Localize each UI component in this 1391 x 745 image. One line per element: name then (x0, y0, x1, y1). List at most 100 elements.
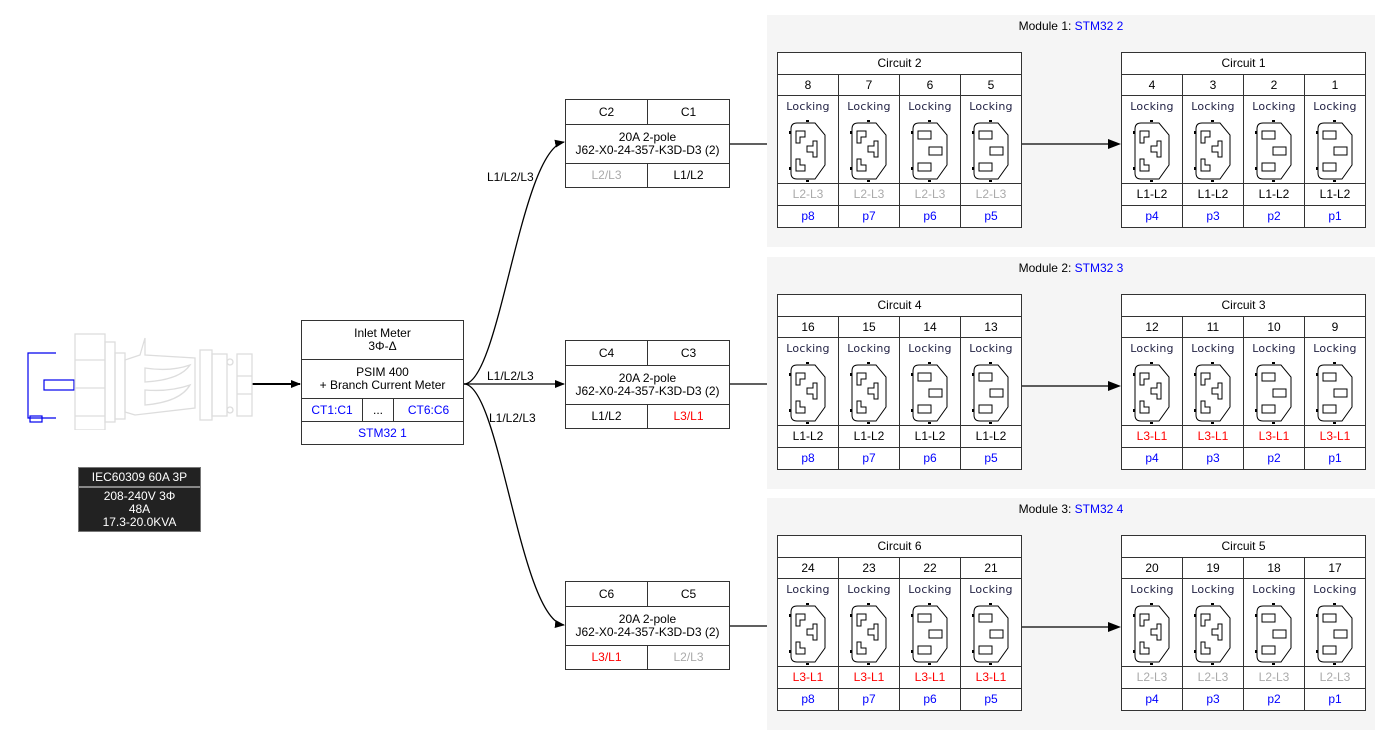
outlet-socket[interactable]: Locking (1243, 578, 1305, 667)
outlet-port[interactable]: p3 (1182, 688, 1244, 711)
outlet-number: 19 (1182, 557, 1244, 579)
breaker-node[interactable]: C4 C3 20A 2-pole J62-X0-24-357-K3D-D3 (2… (565, 340, 730, 429)
outlet-port[interactable]: p5 (960, 205, 1022, 228)
outlet-port[interactable]: p5 (960, 688, 1022, 711)
c19-outlet-icon (1194, 362, 1231, 424)
outlet-port[interactable]: p1 (1304, 205, 1366, 228)
outlet-number: 2 (1243, 74, 1305, 96)
module-title: Module 2: STM32 3 (767, 261, 1375, 275)
breaker-phase-right: L3/L1 (647, 404, 730, 429)
breaker-phase-left: L3/L1 (565, 645, 648, 670)
c13-outlet-icon (1316, 362, 1353, 424)
outlet-number: 9 (1304, 316, 1366, 338)
outlet-type: Locking (1313, 100, 1357, 113)
outlet-socket[interactable]: Locking (1121, 95, 1183, 184)
outlet-port[interactable]: p3 (1182, 205, 1244, 228)
meter-controller[interactable]: STM32 1 (301, 421, 464, 445)
ct-last[interactable]: CT6:C6 (393, 398, 464, 422)
outlet-port[interactable]: p6 (899, 447, 961, 470)
outlet-port[interactable]: p7 (838, 688, 900, 711)
iec60309-plug-icon (27, 333, 253, 430)
outlet-port[interactable]: p2 (1243, 205, 1305, 228)
outlet-socket[interactable]: Locking (1304, 337, 1366, 426)
module-label: Module 3: (1018, 502, 1075, 516)
outlet-socket[interactable]: Locking (960, 337, 1022, 426)
outlet-number: 10 (1243, 316, 1305, 338)
outlet-socket[interactable]: Locking (777, 337, 839, 426)
outlet-phase: L2-L3 (1182, 666, 1244, 689)
outlet-socket[interactable]: Locking (1243, 337, 1305, 426)
outlet-number: 1 (1304, 74, 1366, 96)
outlet-socket[interactable]: Locking (838, 578, 900, 667)
c19-outlet-icon (1133, 120, 1170, 182)
outlet-number: 12 (1121, 316, 1183, 338)
ct-first[interactable]: CT1:C1 (301, 398, 363, 422)
outlet-socket[interactable]: Locking (960, 95, 1022, 184)
outlet-number: 7 (838, 74, 900, 96)
meter-model: PSIM 400 (356, 365, 409, 379)
outlet-socket[interactable]: Locking (777, 95, 839, 184)
outlet-port[interactable]: p2 (1243, 447, 1305, 470)
outlet-number: 13 (960, 316, 1022, 338)
breaker-node[interactable]: C6 C5 20A 2-pole J62-X0-24-357-K3D-D3 (2… (565, 581, 730, 670)
outlet-socket[interactable]: Locking (1243, 95, 1305, 184)
outlet-socket[interactable]: Locking (1182, 95, 1244, 184)
outlet-port[interactable]: p7 (838, 447, 900, 470)
outlet-socket[interactable]: Locking (899, 95, 961, 184)
circuit-chain-arrow (1022, 139, 1121, 149)
outlet-port[interactable]: p2 (1243, 688, 1305, 711)
outlet-socket[interactable]: Locking (838, 95, 900, 184)
breaker-node[interactable]: C2 C1 20A 2-pole J62-X0-24-357-K3D-D3 (2… (565, 99, 730, 188)
outlet-port[interactable]: p8 (777, 688, 839, 711)
outlet-phase: L2-L3 (1304, 666, 1366, 689)
outlet-port[interactable]: p3 (1182, 447, 1244, 470)
outlet-port[interactable]: p5 (960, 447, 1022, 470)
outlet-phase: L1-L2 (1182, 183, 1244, 206)
outlet-port[interactable]: p8 (777, 447, 839, 470)
module-controller-link[interactable]: STM32 4 (1074, 502, 1124, 516)
outlet-socket[interactable]: Locking (899, 337, 961, 426)
outlet-port[interactable]: p4 (1121, 205, 1183, 228)
outlet-socket[interactable]: Locking (1304, 578, 1366, 667)
outlet-socket[interactable]: Locking (777, 578, 839, 667)
outlet-port[interactable]: p4 (1121, 447, 1183, 470)
outlet-type: Locking (1252, 583, 1296, 596)
outlet-socket[interactable]: Locking (1182, 337, 1244, 426)
outlet-port[interactable]: p8 (777, 205, 839, 228)
outlet-socket[interactable]: Locking (1182, 578, 1244, 667)
module-controller-link[interactable]: STM32 3 (1074, 261, 1124, 275)
outlet-socket[interactable]: Locking (1121, 578, 1183, 667)
inlet-voltage: 208-240V 3Φ (103, 489, 176, 503)
ct-ellipsis: ... (362, 398, 394, 422)
outlet-type: Locking (847, 583, 891, 596)
inlet-meter-node[interactable]: Inlet Meter 3Φ-Δ PSIM 400 + Branch Curre… (301, 320, 464, 445)
outlet-socket[interactable]: Locking (838, 337, 900, 426)
outlet-type: Locking (1252, 342, 1296, 355)
breaker-right-circuit: C1 (647, 99, 730, 125)
outlet-port[interactable]: p1 (1304, 447, 1366, 470)
outlet-port[interactable]: p7 (838, 205, 900, 228)
outlet-type: Locking (1130, 583, 1174, 596)
circuit-title: Circuit 4 (777, 294, 1022, 317)
outlet-number: 22 (899, 557, 961, 579)
outlet-socket[interactable]: Locking (960, 578, 1022, 667)
module-label: Module 2: (1018, 261, 1075, 275)
outlet-port[interactable]: p6 (899, 688, 961, 711)
outlet-socket[interactable]: Locking (1121, 337, 1183, 426)
outlet-socket[interactable]: Locking (1304, 95, 1366, 184)
outlet-port[interactable]: p6 (899, 205, 961, 228)
outlet-type: Locking (1191, 342, 1235, 355)
outlet-port[interactable]: p1 (1304, 688, 1366, 711)
outlet-number: 8 (777, 74, 839, 96)
module-controller-link[interactable]: STM32 2 (1074, 19, 1124, 33)
outlet-socket[interactable]: Locking (899, 578, 961, 667)
c19-outlet-icon (1133, 603, 1170, 665)
outlet-phase: L1-L2 (960, 425, 1022, 448)
outlet-port[interactable]: p4 (1121, 688, 1183, 711)
